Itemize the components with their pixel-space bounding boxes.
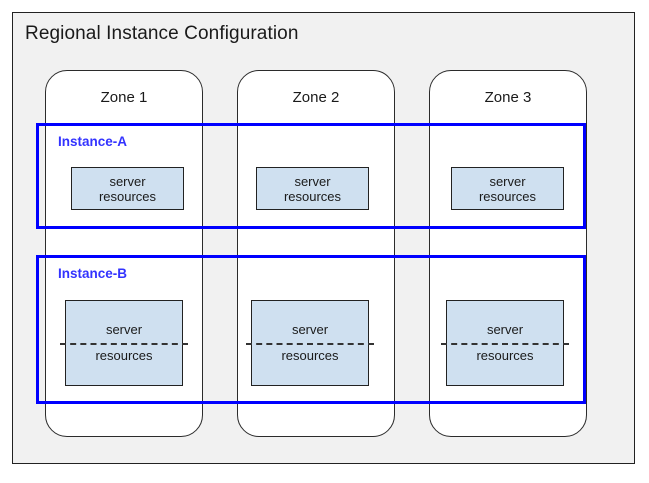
resource-label-line-2: resources [478, 188, 537, 204]
resource-box[interactable]: server resources [451, 167, 564, 210]
instance-label-instance-b: Instance-B [58, 266, 128, 281]
resource-split-divider-icon [60, 343, 188, 345]
resource-box[interactable]: server resources [71, 167, 184, 210]
instance-band-instance-b[interactable]: Instance-B server resources server resou… [36, 255, 586, 404]
resource-label-line-2: resources [283, 188, 342, 204]
resource-label-line-1: server [109, 173, 146, 189]
instance-band-instance-a[interactable]: Instance-A server resources server resou… [36, 123, 586, 229]
resource-split-divider-icon [246, 343, 374, 345]
resource-box[interactable]: server resources [60, 300, 188, 386]
resource-label-line-2: resources [95, 348, 153, 363]
resource-label-line-1: server [486, 322, 524, 337]
zone-title-zone-2: Zone 2 [292, 89, 340, 106]
resource-label-line-2: resources [476, 348, 534, 363]
resource-label-line-1: server [489, 173, 526, 189]
resource-box[interactable]: server resources [441, 300, 569, 386]
resource-box[interactable]: server resources [246, 300, 374, 386]
resource-label-line-2: resources [98, 188, 157, 204]
zone-title-zone-3: Zone 3 [484, 89, 532, 106]
resource-label-line-1: server [294, 173, 331, 189]
resource-label-line-1: server [105, 322, 143, 337]
instance-label-instance-a: Instance-A [58, 134, 128, 149]
page-title: Regional Instance Configuration [25, 23, 299, 44]
zone-title-zone-1: Zone 1 [100, 89, 148, 106]
resource-split-divider-icon [441, 343, 569, 345]
resource-label-line-1: server [291, 322, 329, 337]
resource-label-line-2: resources [281, 348, 339, 363]
resource-box[interactable]: server resources [256, 167, 369, 210]
